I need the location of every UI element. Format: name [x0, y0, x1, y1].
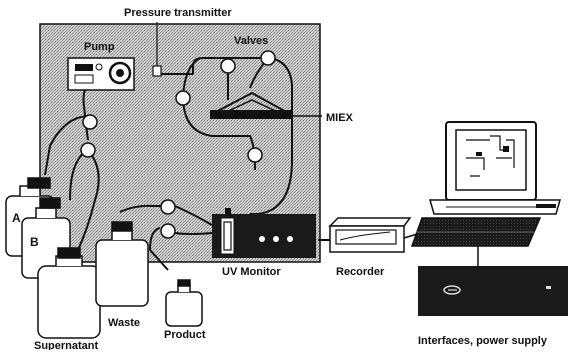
- valve: [160, 223, 176, 239]
- label-interfaces: Interfaces, power supply: [418, 335, 548, 347]
- valve: [80, 142, 96, 158]
- computer: [410, 121, 561, 247]
- bottle-product: [165, 291, 203, 327]
- label-bottle-a: A: [12, 211, 21, 225]
- interfaces-box: [418, 266, 568, 316]
- bottle-supernatant: [37, 265, 101, 339]
- miex-column: [210, 110, 292, 119]
- pressure-transmitter: [152, 22, 162, 77]
- label-miex: MIEX: [326, 112, 354, 124]
- uv-monitor: [212, 208, 316, 258]
- label-supernatant: Supernatant: [34, 340, 99, 350]
- label-uv-monitor: UV Monitor: [222, 266, 281, 278]
- bottle-waste: [95, 239, 149, 307]
- label-product: Product: [164, 329, 206, 341]
- valve: [220, 58, 236, 74]
- miex-manifold: [211, 91, 291, 115]
- label-recorder: Recorder: [336, 266, 385, 278]
- valve: [160, 199, 176, 215]
- pump: [67, 57, 135, 91]
- valve-group: [80, 50, 276, 239]
- bottles: [5, 177, 203, 339]
- label-waste: Waste: [108, 317, 140, 329]
- label-bottle-b: B: [30, 235, 39, 249]
- valve: [260, 50, 276, 66]
- valve: [247, 147, 263, 163]
- recorder: [328, 217, 412, 253]
- label-pressure-transmitter: Pressure transmitter: [124, 7, 232, 19]
- label-pump: Pump: [84, 41, 115, 53]
- valve: [175, 90, 191, 106]
- valve: [82, 114, 98, 130]
- label-valves: Valves: [234, 35, 268, 47]
